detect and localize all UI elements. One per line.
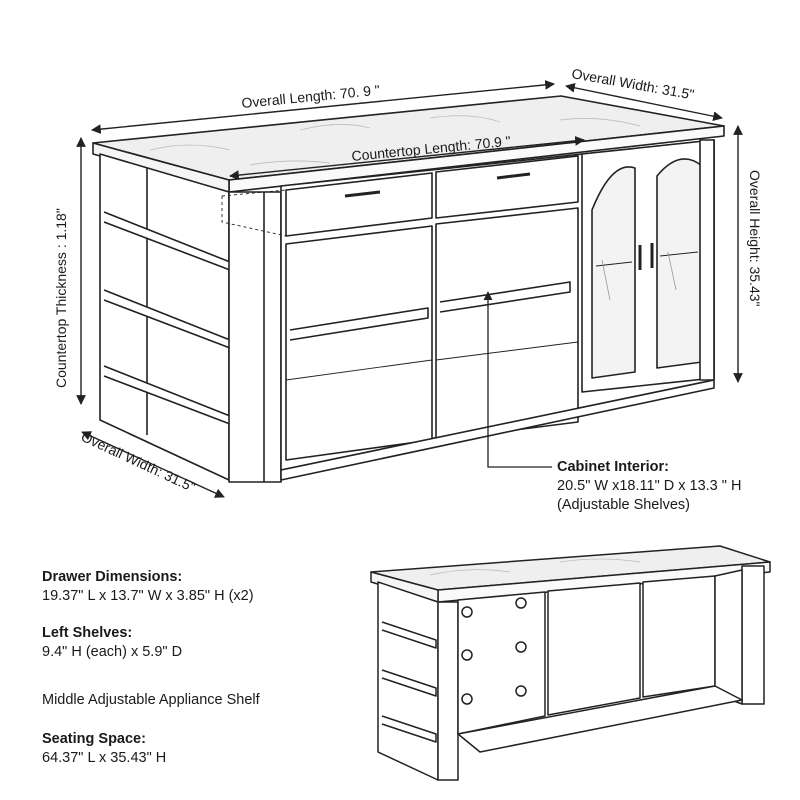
drawer-left-handle	[344, 190, 381, 198]
back-screw-3	[515, 641, 527, 653]
overall-length-line	[91, 79, 555, 135]
seating-right-end	[714, 569, 743, 705]
seating-back-panel-2	[547, 582, 641, 716]
back-screw-1	[461, 606, 473, 618]
countertop-length-line	[229, 136, 585, 180]
left-shelves-value: 9.4" H (each) x 5.9" D	[42, 644, 183, 660]
left-shelves-spec: Left Shelves: 9.4" H (each) x 5.9" D	[42, 624, 342, 662]
appliance-shelf-value: Middle Adjustable Appliance Shelf	[42, 692, 260, 708]
open-compartment-right	[435, 207, 579, 441]
seating-left-shelf-2	[381, 669, 437, 697]
cabinet-interior-note: (Adjustable Shelves)	[557, 497, 690, 513]
overall-height-label: Overall Height: 35.43"	[747, 170, 763, 307]
left-shelves-title: Left Shelves:	[42, 625, 133, 641]
front-left-leg	[228, 191, 282, 483]
back-screw-4	[461, 649, 473, 661]
adjustable-shelf-right	[439, 281, 571, 313]
seating-left-shelf-3	[381, 715, 437, 743]
back-screw-6	[461, 693, 473, 705]
dimension-lines	[76, 79, 743, 498]
seating-side-island	[370, 545, 771, 781]
glass-door-left	[591, 166, 636, 379]
open-compartment-left	[285, 225, 433, 461]
cabinet-interior-size: 20.5" W x18.11" D x 13.3 " H	[557, 478, 742, 494]
cabinet-interior-title: Cabinet Interior:	[557, 459, 669, 475]
base-kick	[280, 379, 715, 481]
overall-width-top-line	[565, 82, 723, 122]
seating-left-shelf-1	[381, 621, 437, 649]
overall-width-top-label: Overall Width: 31.5"	[570, 65, 695, 102]
cabinet-interior-callout: Cabinet Interior: 20.5" W x18.11" D x 13…	[557, 458, 797, 515]
seating-base	[457, 685, 743, 753]
back-screw-2	[515, 597, 527, 609]
adjustable-shelf-left	[289, 307, 429, 341]
seating-space-spec: Seating Space: 64.37" L x 35.43" H	[42, 730, 342, 768]
glass-door-right	[656, 158, 703, 369]
seating-space-value: 64.37" L x 35.43" H	[42, 750, 167, 766]
seating-space-title: Seating Space:	[42, 731, 146, 747]
drawer-dimensions-value: 19.37" L x 13.7" W x 3.85" H (x2)	[42, 588, 254, 604]
appliance-shelf-spec: Middle Adjustable Appliance Shelf	[42, 691, 342, 710]
overall-length-label: Overall Length: 70. 9 "	[241, 82, 381, 111]
drawer-dimensions-title: Drawer Dimensions:	[42, 569, 183, 585]
seating-back-panel-1	[457, 591, 546, 735]
seating-left-leg	[437, 601, 459, 781]
countertop-thickness-label: Countertop Thickness : 1.18"	[53, 208, 69, 388]
seating-right-leg	[741, 565, 765, 705]
main-island	[92, 95, 725, 483]
seating-back-panel-3	[642, 575, 716, 698]
overall-width-side-line	[81, 431, 225, 498]
cabinet-interior-leader	[483, 291, 552, 468]
seating-left-end	[377, 581, 439, 781]
drawer-dimensions-spec: Drawer Dimensions: 19.37" L x 13.7" W x …	[42, 568, 342, 606]
back-screw-5	[515, 685, 527, 697]
front-right-leg	[699, 139, 715, 381]
